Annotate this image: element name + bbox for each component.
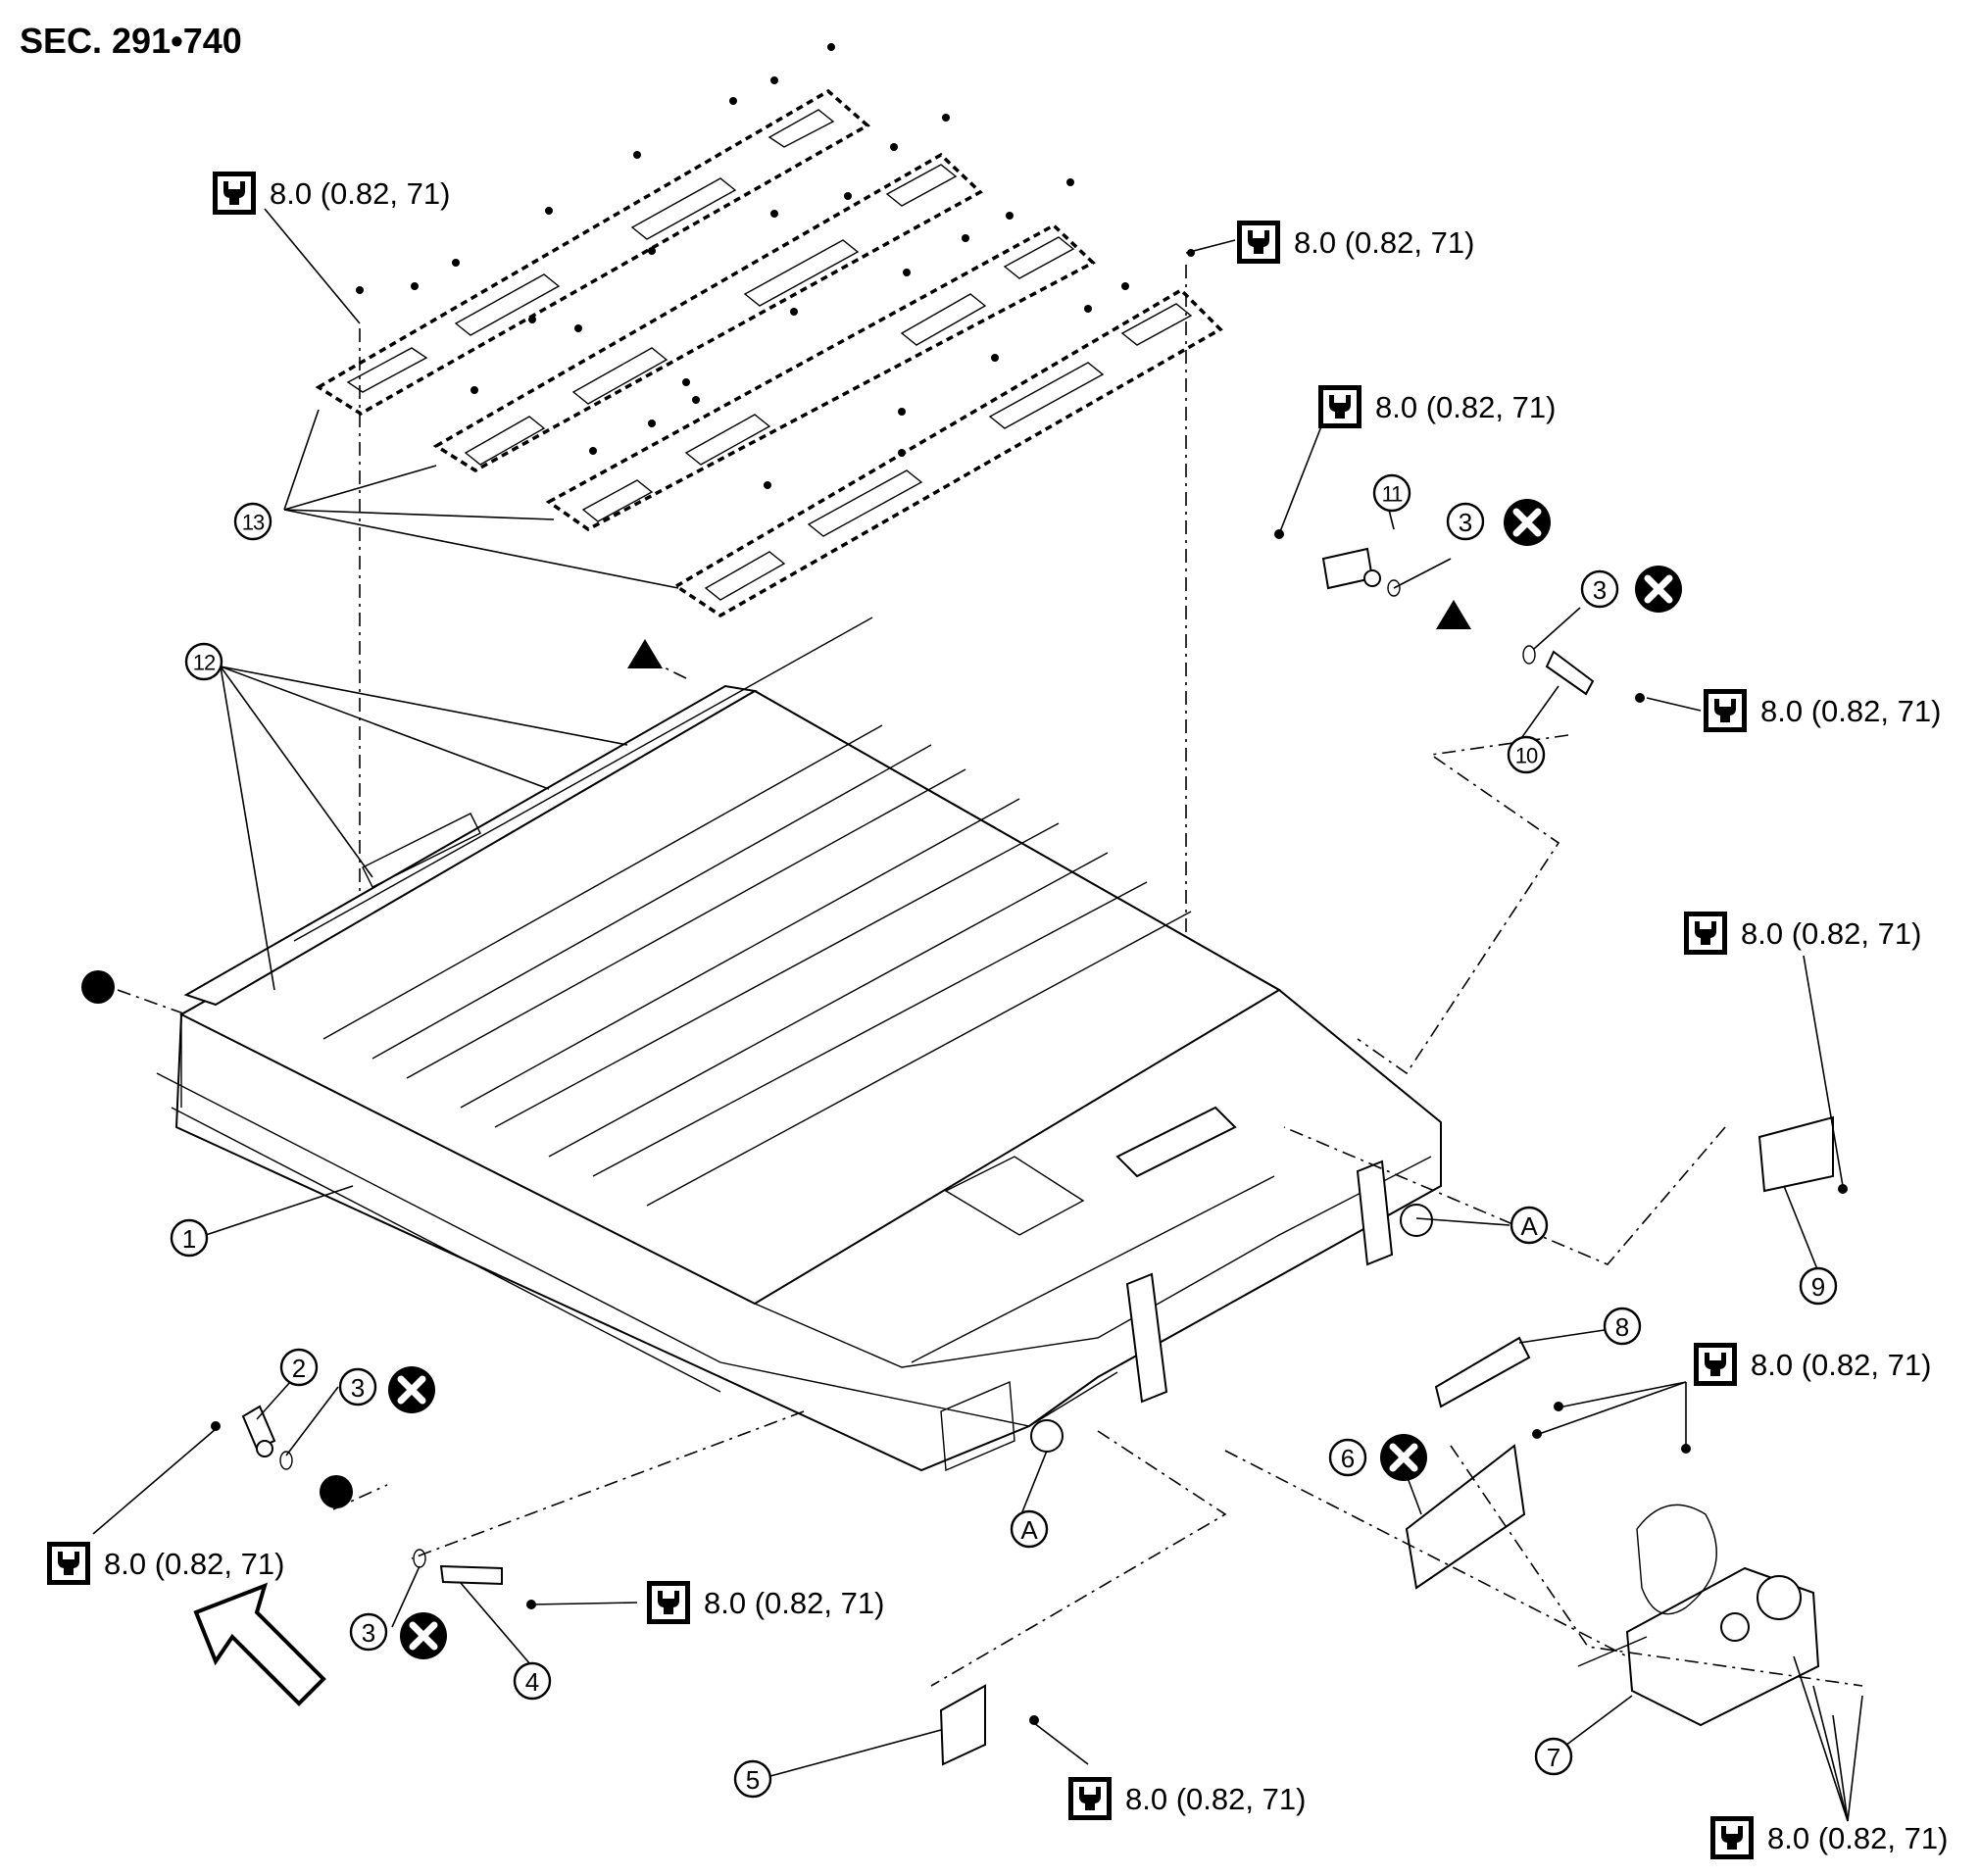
svg-text:4: 4: [525, 1667, 539, 1697]
front-arrow-icon: [193, 1582, 326, 1706]
torque-wrench-icon: [1704, 689, 1747, 732]
callout-5: 5: [733, 1759, 772, 1799]
svg-text:8.0 (0.82, 71): 8.0 (0.82, 71): [270, 176, 450, 211]
svg-text:3: 3: [362, 1618, 375, 1648]
part-11-pipe: [1274, 529, 1401, 597]
callout-3: 3: [1580, 569, 1619, 609]
torque-label: 8.0 (0.82, 71): [1318, 385, 1556, 428]
svg-text:3: 3: [1459, 508, 1472, 537]
torque-wrench-icon: [1068, 1777, 1112, 1820]
svg-text:8.0 (0.82, 71): 8.0 (0.82, 71): [1375, 390, 1556, 424]
svg-text:8.0 (0.82, 71): 8.0 (0.82, 71): [1741, 916, 1921, 951]
svg-text:5: 5: [746, 1765, 760, 1795]
svg-text:11: 11: [1382, 482, 1404, 507]
torque-label: 8.0 (0.82, 71): [213, 172, 450, 215]
torque-wrench-icon: [647, 1581, 690, 1624]
callout-3: 3: [338, 1367, 377, 1407]
torque-label: 8.0 (0.82, 71): [1684, 912, 1921, 955]
cover-strip-1: [315, 88, 871, 417]
svg-text:8.0 (0.82, 71): 8.0 (0.82, 71): [1751, 1348, 1931, 1382]
cover-strip-3: [545, 222, 1096, 532]
callout-2: 2: [279, 1348, 319, 1387]
svg-text:8.0 (0.82, 71): 8.0 (0.82, 71): [104, 1547, 284, 1581]
svg-text:3: 3: [351, 1373, 365, 1403]
part-6-gasket: [1405, 1444, 1526, 1590]
svg-text:6: 6: [1341, 1444, 1355, 1473]
torque-label: 8.0 (0.82, 71): [1710, 1816, 1948, 1859]
do-not-reuse-x-icon: [1504, 499, 1551, 546]
svg-text:8.0 (0.82, 71): 8.0 (0.82, 71): [1767, 1821, 1948, 1855]
svg-text:8.0 (0.82, 71): 8.0 (0.82, 71): [1125, 1782, 1306, 1816]
do-not-reuse-x-icon: [1380, 1434, 1427, 1481]
callout-6: 6: [1328, 1438, 1367, 1477]
callout-3: 3: [349, 1612, 388, 1652]
battery-case: [156, 617, 1442, 1472]
callout-3: 3: [1446, 502, 1485, 541]
torque-label: 8.0 (0.82, 71): [1068, 1777, 1306, 1820]
svg-text:3: 3: [1593, 575, 1607, 605]
torque-label: 8.0 (0.82, 71): [1694, 1343, 1931, 1386]
do-not-reuse-x-icon: [400, 1612, 447, 1659]
svg-text:1: 1: [182, 1224, 196, 1254]
callout-a: A: [1010, 1509, 1049, 1549]
torque-wrench-icon: [1710, 1816, 1754, 1859]
svg-text:7: 7: [1547, 1743, 1560, 1772]
svg-text:A: A: [1020, 1515, 1038, 1545]
svg-text:8: 8: [1615, 1312, 1629, 1342]
callout-11: 11: [1372, 473, 1411, 513]
do-not-reuse-x-icon: [388, 1366, 435, 1413]
torque-wrench-icon: [1318, 385, 1361, 428]
svg-text:9: 9: [1811, 1272, 1825, 1302]
leader-lines: [92, 208, 1863, 1822]
triangle-marker-icon: [1436, 600, 1471, 629]
circle-marker-icon: [81, 970, 115, 1004]
svg-text:8.0 (0.82, 71): 8.0 (0.82, 71): [704, 1586, 884, 1620]
callout-13: 13: [233, 502, 272, 541]
cover-strip-4: [672, 287, 1223, 618]
part-8-bracket: [1434, 1336, 1531, 1408]
svg-text:2: 2: [292, 1354, 306, 1383]
svg-text:10: 10: [1515, 744, 1538, 768]
part-10-pipe: [1522, 645, 1645, 703]
torque-wrench-icon: [213, 172, 256, 215]
torque-wrench-icon: [47, 1542, 90, 1585]
part-9-bracket: [1757, 1115, 1834, 1193]
callout-a: A: [1510, 1206, 1549, 1245]
part-5-bracket: [939, 1684, 986, 1766]
torque-wrench-icon: [1237, 221, 1280, 264]
part-2-pipe: [211, 1405, 293, 1470]
cover-strip-2: [432, 152, 983, 473]
svg-text:12: 12: [193, 651, 216, 675]
circle-marker-icon: [320, 1475, 353, 1508]
part-7-harness-assembly: [1532, 1402, 1820, 1727]
cover-strips-group: [315, 43, 1223, 618]
do-not-reuse-x-icon: [1635, 566, 1682, 613]
svg-text:13: 13: [242, 511, 265, 535]
torque-wrench-icon: [1694, 1343, 1737, 1386]
torque-label: 8.0 (0.82, 71): [1237, 221, 1474, 264]
callout-4: 4: [513, 1661, 552, 1701]
torque-wrench-icon: [1684, 912, 1727, 955]
callout-9: 9: [1799, 1266, 1838, 1306]
torque-label: 8.0 (0.82, 71): [47, 1542, 284, 1585]
callout-8: 8: [1603, 1307, 1642, 1346]
svg-text:8.0 (0.82, 71): 8.0 (0.82, 71): [1760, 694, 1941, 728]
callout-12: 12: [184, 642, 223, 681]
section-title: SEC. 291•740: [20, 21, 242, 61]
torque-label: 8.0 (0.82, 71): [647, 1581, 884, 1624]
callout-7: 7: [1534, 1737, 1573, 1776]
svg-text:8.0 (0.82, 71): 8.0 (0.82, 71): [1294, 225, 1474, 260]
torque-label: 8.0 (0.82, 71): [1704, 689, 1941, 732]
svg-text:A: A: [1520, 1211, 1538, 1241]
callout-1: 1: [170, 1218, 209, 1258]
triangle-marker-icon: [627, 639, 663, 668]
callout-10: 10: [1507, 735, 1546, 774]
